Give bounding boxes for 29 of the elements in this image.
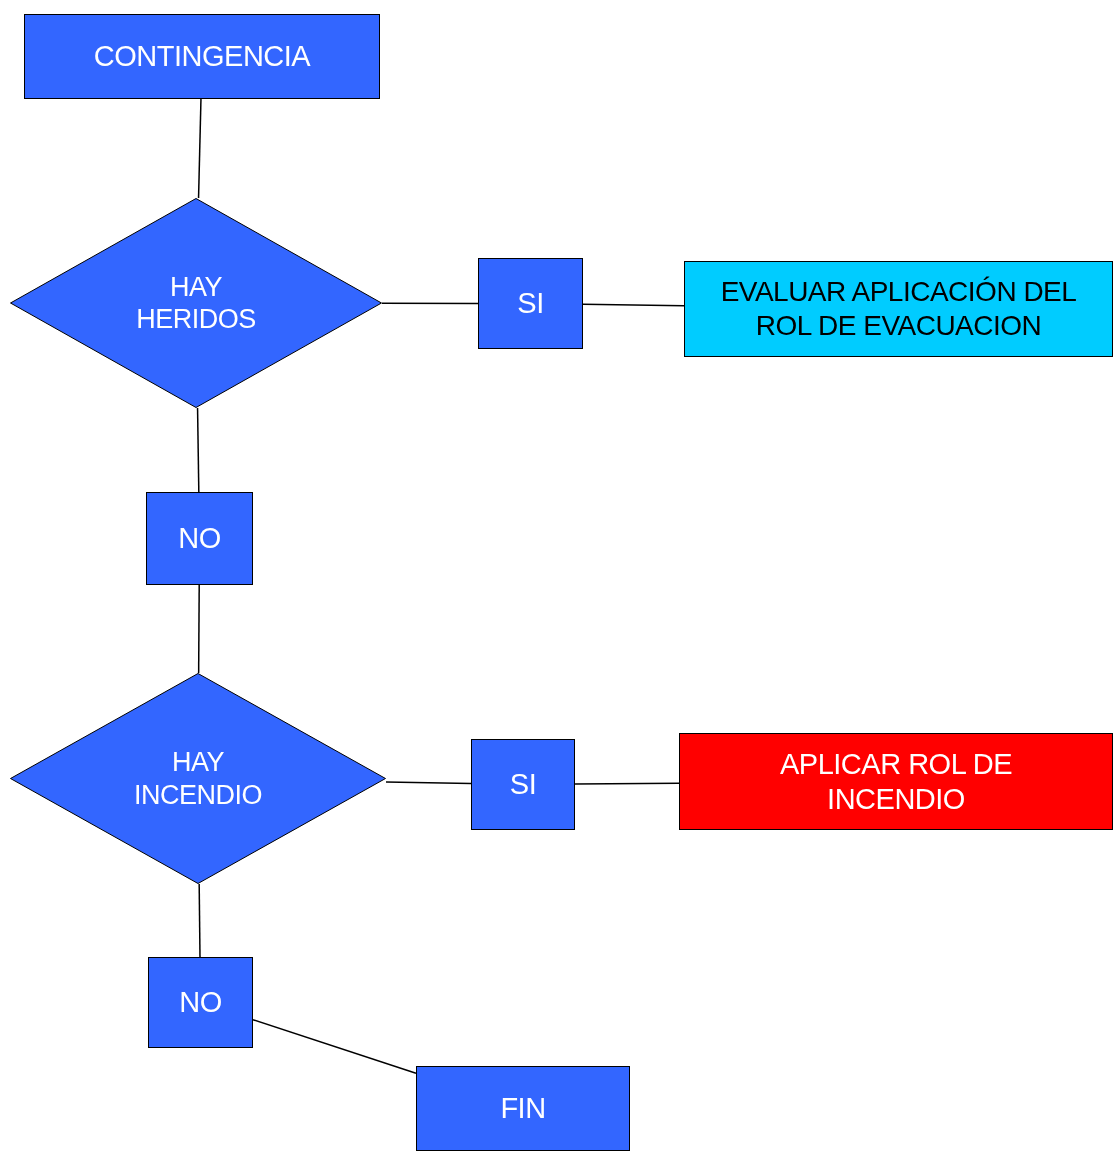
node-label: SI [508,767,538,802]
action-box [684,261,1113,357]
process-box [146,492,253,585]
decision-diamond [10,198,382,408]
node-label: HAY HERIDOS [135,270,257,336]
node-label: CONTINGENCIA [92,39,312,74]
node-label: FIN [499,1091,547,1126]
process-box [416,1066,630,1151]
process-box [478,258,583,349]
connector-line [196,407,200,493]
process-box [24,14,380,99]
connector-line [582,303,685,307]
alert-box [679,733,1113,830]
node-label: NO [177,521,222,556]
connector-line [381,302,479,305]
node-label: HAY INCENDIO [133,746,263,811]
connector-line [197,584,200,674]
node-label: APLICAR ROL DE INCENDIO [778,746,1014,817]
connector-line [252,1019,417,1075]
process-box [148,957,253,1048]
connector-line [385,781,472,785]
connector-line [197,98,202,199]
connector-line [574,782,680,785]
node-label: NO [178,985,223,1020]
node-label: SI [516,286,545,321]
decision-diamond [10,673,386,884]
connector-line [198,883,201,958]
process-box [471,739,575,830]
node-label: EVALUAR APLICACIÓN DEL ROL DE EVACUACION [719,275,1078,343]
